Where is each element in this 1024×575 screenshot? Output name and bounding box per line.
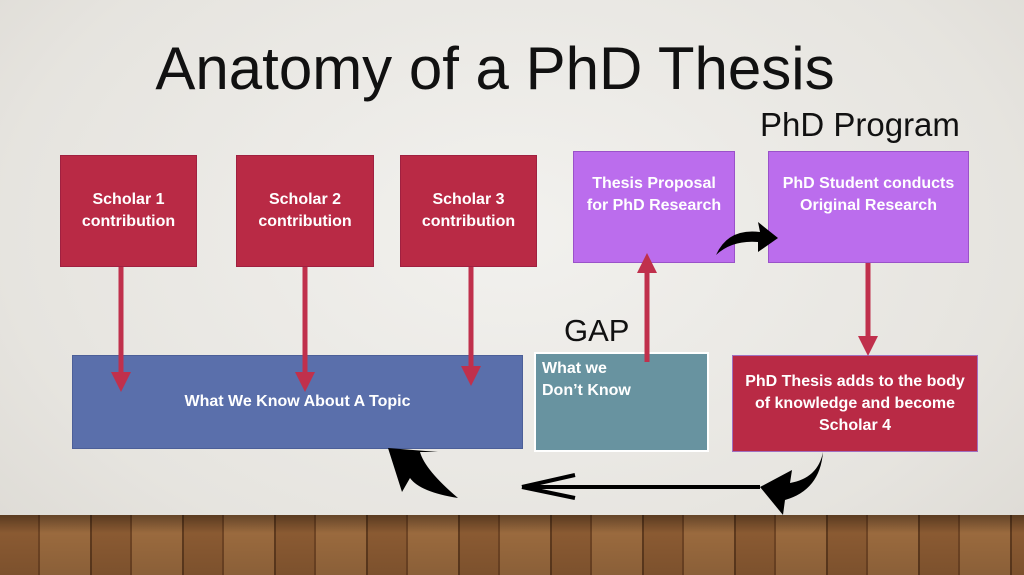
scholar-3-box: Scholar 3 contribution [400, 155, 537, 267]
what-we-know-box: What We Know About A Topic [72, 355, 523, 449]
scholar-2-box: Scholar 2 contribution [236, 155, 374, 267]
wood-floor [0, 515, 1024, 575]
what-we-dont-know-box: What we Don’t Know [534, 352, 709, 452]
what-we-dont-know-text: What we Don’t Know [542, 360, 631, 399]
phd-research-box: PhD Student conducts Original Research [768, 151, 969, 263]
slide-title: Anatomy of a PhD Thesis [155, 35, 835, 102]
gap-label: GAP [564, 313, 630, 348]
curved-arrow-to-known [388, 448, 458, 498]
thesis-scholar-4-box: PhD Thesis adds to the body of knowledge… [732, 355, 978, 452]
curved-arrow-proposal-to-research [716, 222, 778, 255]
arrow-back-head [521, 473, 576, 500]
scholar-1-box: Scholar 1 contribution [60, 155, 197, 267]
phd-program-label: PhD Program [760, 106, 960, 143]
curved-arrow-thesis-down [760, 452, 823, 515]
